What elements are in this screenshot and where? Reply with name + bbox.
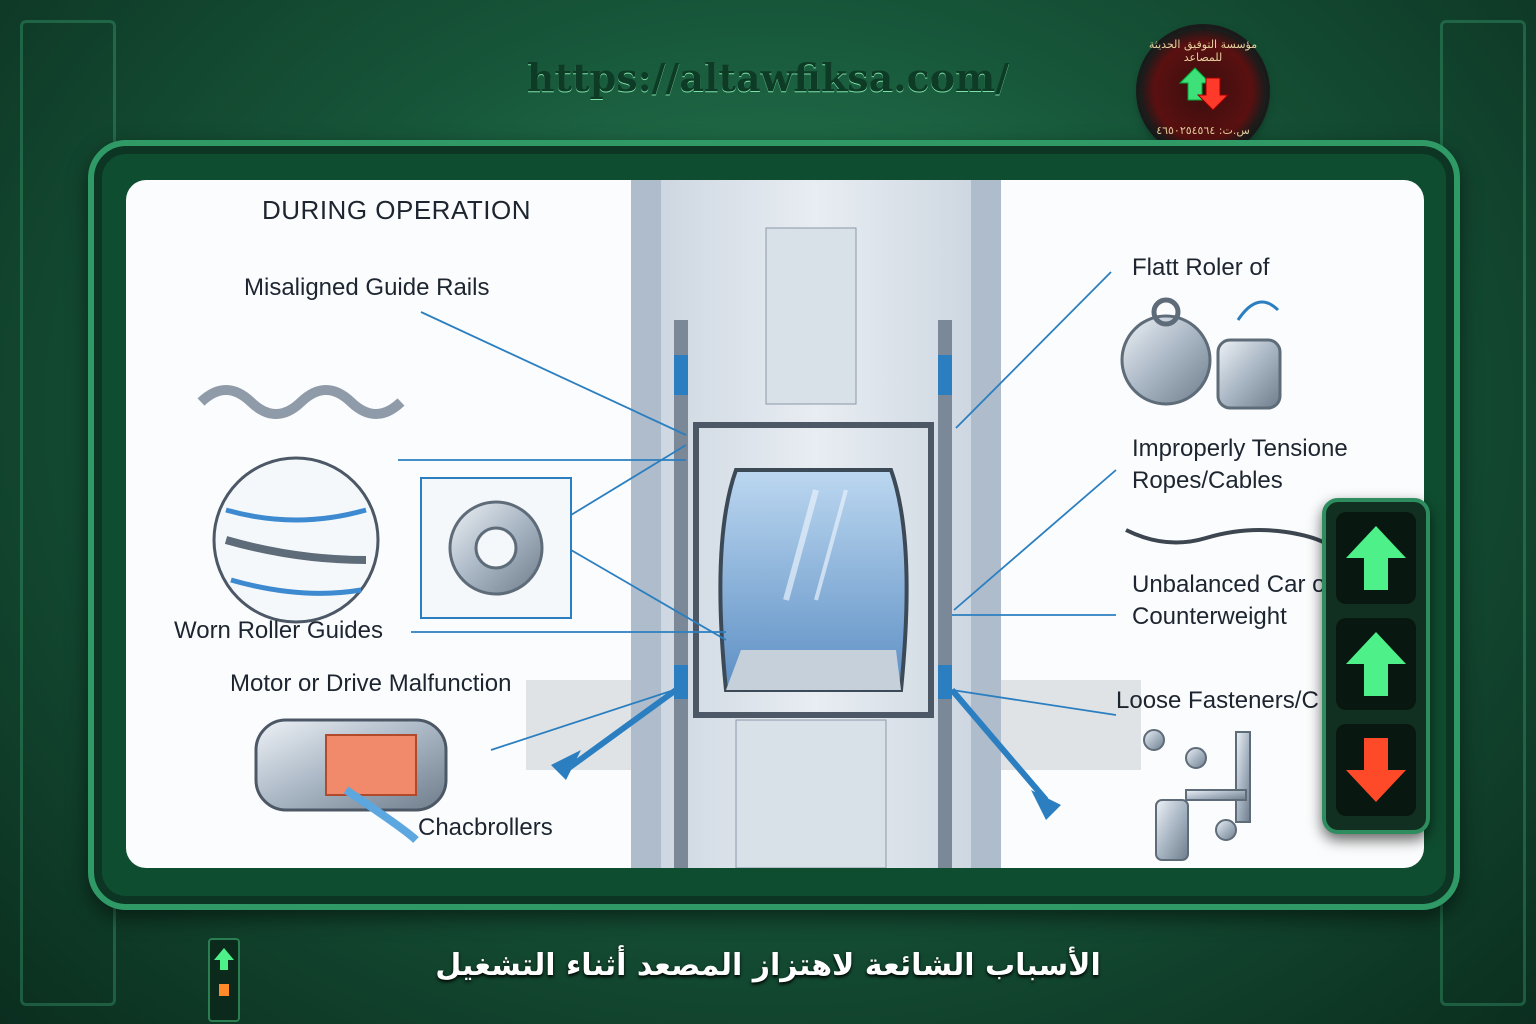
label-worn-roller-guides: Worn Roller Guides <box>174 617 383 644</box>
roller-guide-top-left <box>674 355 688 395</box>
logo-registration: س.ت: ٤٦٥٠٢٥٤٥٦٤ <box>1156 124 1250 137</box>
indicator-cell-1 <box>1336 512 1416 604</box>
arrow-left-icon <box>551 750 581 780</box>
loose-fasteners-icon <box>1143 729 1251 861</box>
car-base <box>726 650 901 690</box>
footer-caption: الأسباب الشائعة لاهتزاز المصعد أثناء الت… <box>435 948 1101 983</box>
label-chacbrollers: Chacbrollers <box>418 814 553 841</box>
label-misaligned-guide-rails: Misaligned Guide Rails <box>244 274 490 301</box>
flat-roller-icon <box>1120 297 1282 410</box>
diagram-screen: DURING OPERATION Misaligned Guide Rails … <box>126 180 1424 868</box>
label-motor-drive-malfunction: Motor or Drive Malfunction <box>230 670 512 697</box>
label-unbalanced-line1: Unbalanced Car o <box>1132 571 1326 598</box>
elevator-diagram <box>197 180 1338 868</box>
car-frame <box>693 422 934 718</box>
down-arrow-icon <box>1346 738 1406 802</box>
label-tension-line1: Improperly Tensione <box>1132 435 1348 462</box>
roller-guide-bottom-right <box>938 665 952 699</box>
lower-panel <box>735 719 887 868</box>
counterweight-block <box>765 227 857 405</box>
up-arrow-icon <box>1346 632 1406 696</box>
up-arrow-icon <box>1346 526 1406 590</box>
guide-rail-right <box>938 320 952 868</box>
label-tension-line2: Ropes/Cables <box>1132 467 1283 494</box>
company-logo: مؤسسة التوفيق الحديثة للمصاعد س.ت: ٤٦٥٠٢… <box>1140 28 1266 154</box>
roller-guide-zoom-circle <box>212 456 380 624</box>
roller-guide-top-right <box>938 355 952 395</box>
label-flatt-roler: Flatt Roler of <box>1132 254 1270 281</box>
guide-rail-left <box>674 320 688 868</box>
diagram-heading: DURING OPERATION <box>262 195 531 225</box>
rope-cable-illustration <box>1125 528 1338 554</box>
up-arrow-icon <box>214 948 234 996</box>
roller-guide-bottom-left <box>674 665 688 699</box>
direction-indicator <box>1322 498 1430 834</box>
floor-right <box>1001 680 1141 770</box>
floor-indicator-panel <box>208 938 240 1022</box>
indicator-cell-3 <box>1336 724 1416 816</box>
indicator-cell-2 <box>1336 618 1416 710</box>
floor-left <box>526 680 631 770</box>
callout-lines <box>398 271 1117 751</box>
logo-arrows-icon <box>1178 67 1230 111</box>
label-unbalanced-line2: Counterweight <box>1132 603 1287 630</box>
hoistway-left-wall <box>631 180 661 868</box>
misaligned-rail-illustration <box>197 385 405 419</box>
motor-icon <box>254 718 448 843</box>
arrow-right-icon <box>1031 790 1061 820</box>
logo-company-name: مؤسسة التوفيق الحديثة للمصاعد <box>1148 38 1258 64</box>
hoistway-right-wall <box>971 180 1001 868</box>
site-url[interactable]: https://altawfiksa.com/ <box>526 55 1010 100</box>
label-loose-fasteners: Loose Fasteners/C <box>1116 687 1319 714</box>
